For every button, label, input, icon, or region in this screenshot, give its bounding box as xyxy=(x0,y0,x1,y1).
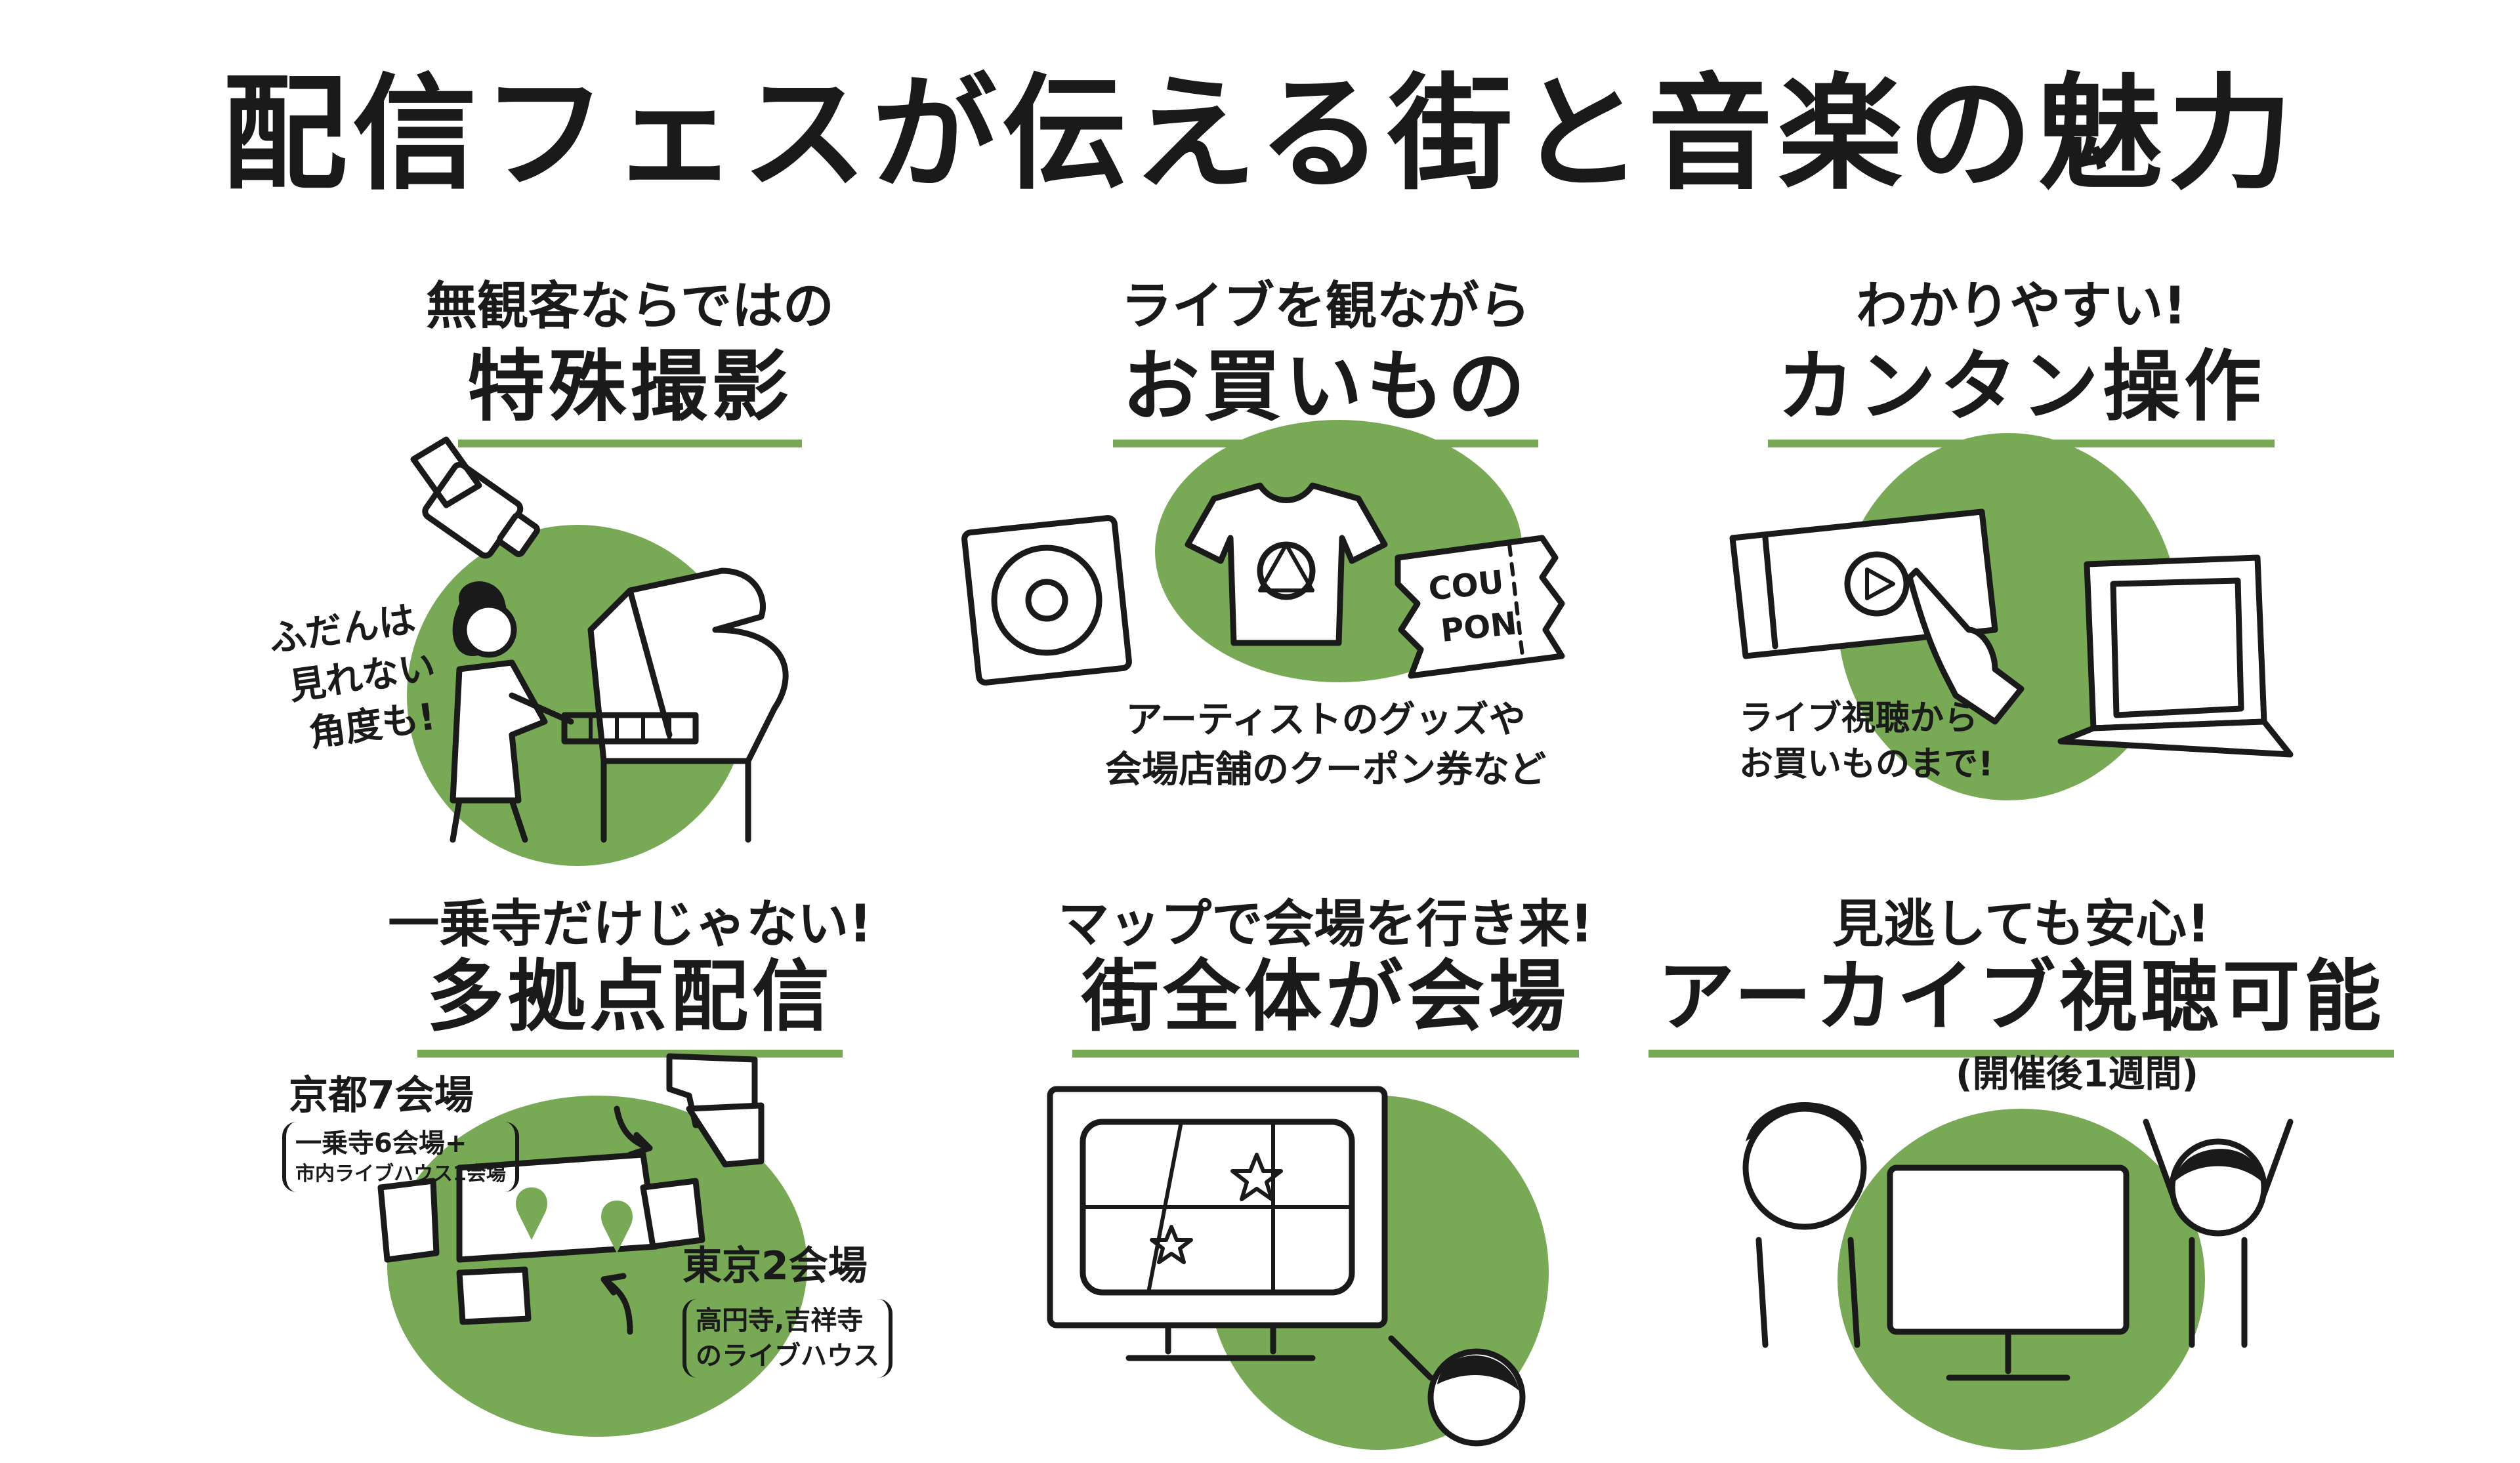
panel-heading: お買いもの xyxy=(1112,348,1538,447)
panel-lead: マップで会場を行き来! xyxy=(1058,895,1593,954)
monitor-icon xyxy=(1887,1164,2130,1381)
cheering-child-icon xyxy=(2143,1119,2294,1348)
panel-easy-operation: わかりやすい! カンタン操作 ライブ視聴から お買いものまで! xyxy=(1628,262,2415,853)
coupon-ticket-icon xyxy=(1395,535,1565,679)
tshirt-icon xyxy=(1185,482,1388,646)
kyoto-detail: 一乗寺6会場+ 市内ライブハウス1会場 xyxy=(282,1122,519,1192)
panel-lead: 無観客ならではの xyxy=(426,277,834,336)
monitor-map-icon xyxy=(1047,1086,1388,1361)
whole-town-illustration xyxy=(1047,1086,1549,1450)
archive-sub-note: (開催後1週間) xyxy=(1956,1053,2199,1096)
shopping-illustration xyxy=(961,420,1565,686)
panel-note: アーティストのグッズや 会場店舗のクーポン券など xyxy=(1105,699,1546,791)
tokyo-label: 東京2会場 xyxy=(682,1243,868,1289)
tokyo-detail: 高円寺,吉祥寺 のライブハウス xyxy=(682,1299,892,1378)
page-title: 配信フェスが伝える街と音楽の魅力 xyxy=(222,62,2298,207)
panel-note: ライブ視聴から お買いものまで! xyxy=(1739,699,1994,785)
archive-illustration xyxy=(1742,1102,2294,1450)
arrow-icon xyxy=(600,1105,653,1335)
woman-face-icon xyxy=(1742,1102,1867,1348)
star-icon xyxy=(1150,1153,1283,1264)
map-pin-icon xyxy=(516,1187,633,1253)
panel-heading: 街全体が会場 xyxy=(1072,958,1579,1058)
panel-note: ふだんは 見れない 角度も! xyxy=(266,598,438,756)
panel-heading: アーカイブ視聴可能 xyxy=(1648,958,2395,1058)
camera-icon xyxy=(410,436,540,559)
panel-heading: 多拠点配信 xyxy=(417,958,843,1058)
panel-whole-town: マップで会場を行き来! 街全体が会場 xyxy=(932,873,1719,1463)
panel-lead: 見逃しても安心! xyxy=(1832,895,2210,954)
pianist-icon xyxy=(450,581,574,843)
pointing-hand-icon xyxy=(1906,567,2025,725)
panel-shopping: ライブを観ながら お買いもの COU PON アーティストのグッズや 会場店舗の… xyxy=(932,262,1719,853)
panel-archive: 見逃しても安心! アーカイブ視聴可能 (開催後1週間) xyxy=(1628,873,2415,1463)
laptop-icon xyxy=(2057,554,2294,758)
panel-special-filming: 無観客ならではの 特殊撮影 ふだんは 見れない 角度も! xyxy=(236,262,1024,866)
panel-lead: ライブを観ながら xyxy=(1120,277,1530,336)
panel-multi-venue: 一乗寺だけじゃない! 多拠点配信 京都7会場 一乗寺6会場+ 市内ライブハウス1… xyxy=(236,873,1024,1463)
record-icon xyxy=(961,515,1132,686)
panel-heading: 特殊撮影 xyxy=(457,348,802,447)
grand-piano-icon xyxy=(561,567,789,843)
special-filming-illustration xyxy=(407,436,789,866)
coupon-label: COU PON xyxy=(1426,564,1519,649)
panel-lead: 一乗寺だけじゃない! xyxy=(388,895,872,954)
panel-lead: わかりやすい! xyxy=(1856,277,2187,336)
easy-operation-illustration xyxy=(1729,433,2294,800)
kyoto-label: 京都7会場 xyxy=(289,1073,474,1119)
